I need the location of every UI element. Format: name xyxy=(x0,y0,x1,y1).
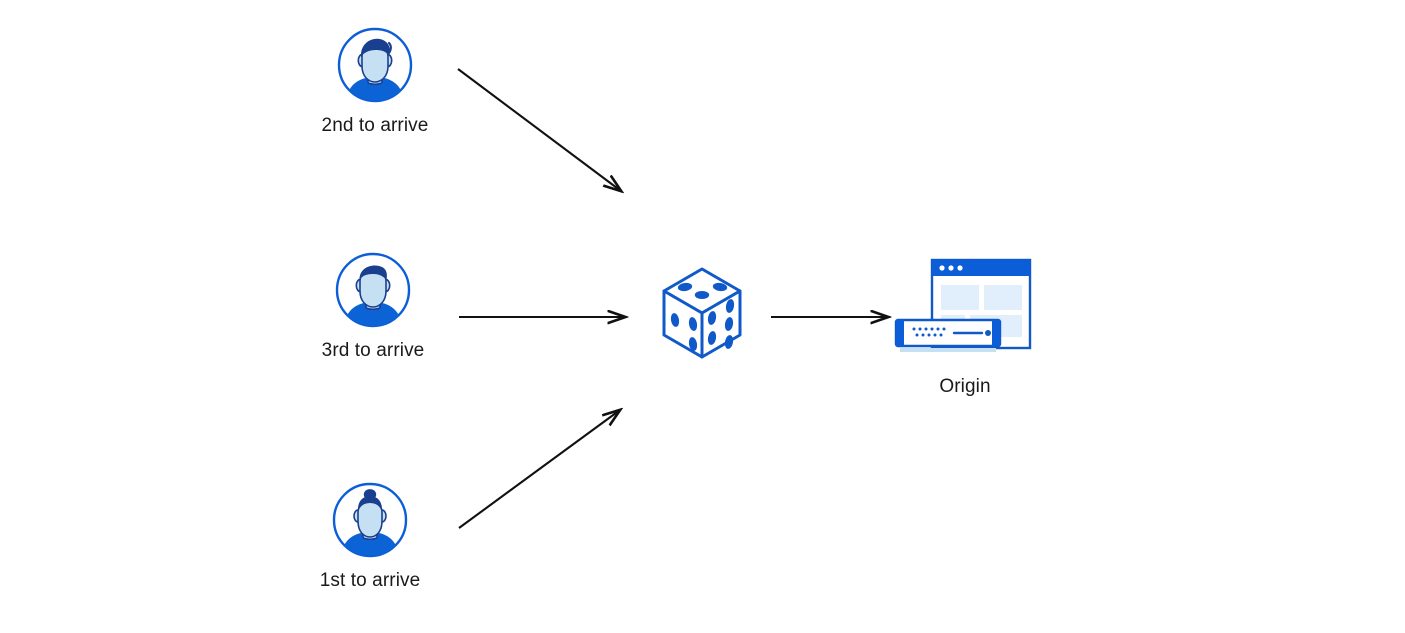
node-client-2nd[interactable]: 2nd to arrive xyxy=(307,25,443,137)
node-client-3rd[interactable]: 3rd to arrive xyxy=(305,250,441,362)
dice-cube-icon xyxy=(655,262,749,366)
node-label-client-3rd: 3rd to arrive xyxy=(321,340,425,361)
node-label-client-1st: 1st to arrive xyxy=(319,570,421,591)
node-origin[interactable]: Origin xyxy=(890,256,1040,398)
node-client-1st[interactable]: 1st to arrive xyxy=(302,480,438,592)
node-label-client-2nd: 2nd to arrive xyxy=(321,115,429,136)
router-device-icon xyxy=(894,318,1002,352)
node-random-selector[interactable] xyxy=(655,262,749,366)
user-avatar-icon xyxy=(335,25,415,105)
arrow-2nd-to-dice xyxy=(457,68,621,191)
server-browser-icon xyxy=(890,256,1040,366)
user-avatar-icon xyxy=(333,250,413,330)
user-avatar-icon xyxy=(330,480,410,560)
node-label-origin: Origin xyxy=(939,376,991,397)
arrow-1st-to-dice xyxy=(458,410,620,529)
